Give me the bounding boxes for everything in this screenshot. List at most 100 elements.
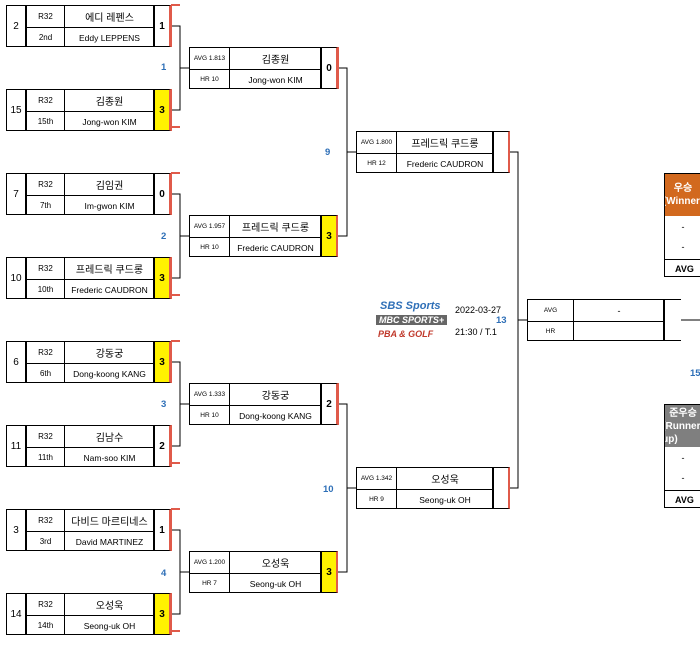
winner-title-en: (Winner) — [665, 196, 700, 207]
event-date: 2022-03-27 — [455, 305, 502, 315]
r32-name-ko: 다비드 마르티네스 — [71, 517, 148, 528]
r16-avg: AVG 1.957 — [190, 216, 230, 237]
qf-hr: HR 9 — [357, 489, 397, 509]
r16-name-en: Frederic CAUDRON — [230, 237, 321, 257]
r32-round-label: R32 — [27, 342, 65, 363]
qf-hr: HR 12 — [357, 153, 397, 173]
runnerup-title: 준우승 — [669, 407, 697, 419]
r16-score: 0 — [321, 47, 338, 89]
r32-seed: 7 — [6, 173, 26, 215]
r32-name-ko: 강동궁 — [95, 349, 124, 360]
r16-name-ko: 프레드릭 쿠드롱 — [241, 223, 310, 234]
qf-name-en: Frederic CAUDRON — [397, 153, 493, 173]
r32-rank: 10th — [27, 279, 65, 299]
r32-round-label: R32 — [27, 6, 65, 27]
r32-score: 0 — [154, 173, 171, 215]
r32-seed: 14 — [6, 593, 26, 635]
runnerup-header: 준우승 (Runner-up) — [665, 405, 700, 447]
r32-score: 3 — [154, 89, 171, 131]
sbs-sports-logo: SBS Sports — [380, 300, 441, 312]
r16-avg: AVG 1.200 — [190, 552, 230, 573]
qf-avg: AVG 1.800 — [357, 132, 397, 153]
r32-name-en: Seong-uk OH — [65, 615, 154, 635]
r32-name-ko: 오성욱 — [95, 601, 124, 612]
r16-hr: HR 10 — [190, 69, 230, 89]
winner-panel: 우승 (Winner) - - AVG — [664, 173, 700, 277]
r32-round-label: R32 — [27, 90, 65, 111]
r32-rank: 3rd — [27, 531, 65, 551]
r32-name-ko: 김종원 — [95, 97, 124, 108]
r32-rank: 11th — [27, 447, 65, 467]
r32-name-ko: 프레드릭 쿠드롱 — [75, 265, 144, 276]
qf-score — [493, 467, 510, 509]
final-match-number: 15 — [690, 368, 700, 379]
r16-score: 3 — [321, 551, 338, 593]
r32-rank: 2nd — [27, 27, 65, 47]
r32-score: 2 — [154, 425, 171, 467]
r16-avg: AVG 1.813 — [190, 48, 230, 69]
runnerup-title-en: (Runner-up) — [665, 420, 700, 445]
match-number: 10 — [323, 484, 334, 495]
match-number: 9 — [325, 147, 331, 158]
r32-name-ko: 김임권 — [95, 181, 124, 192]
winner-avg: AVG — [665, 259, 700, 277]
r32-name-ko: 에디 레펜스 — [85, 13, 134, 24]
qf-score — [493, 131, 510, 173]
r32-round-label: R32 — [27, 594, 65, 615]
match-number: 1 — [161, 62, 167, 73]
r32-score: 3 — [154, 341, 171, 383]
r16-score: 3 — [321, 215, 338, 257]
r32-name-en: Im-gwon KIM — [65, 195, 154, 215]
r16-name-en: Seong-uk OH — [230, 573, 321, 593]
r32-score: 3 — [154, 257, 171, 299]
runnerup-avg: AVG — [665, 490, 700, 508]
match-number: 4 — [161, 568, 167, 579]
mbc-sports-logo: MBC SPORTS+ — [376, 315, 448, 325]
r32-seed: 2 — [6, 5, 26, 47]
event-time-table: 21:30 / T.1 — [455, 327, 497, 337]
r32-seed: 6 — [6, 341, 26, 383]
r16-name-ko: 오성욱 — [261, 559, 290, 570]
qf-name-ko: 프레드릭 쿠드롱 — [411, 139, 479, 150]
r32-seed: 11 — [6, 425, 26, 467]
r32-rank: 15th — [27, 111, 65, 131]
r16-hr: HR 10 — [190, 237, 230, 257]
r32-name-en: Nam-soo KIM — [65, 447, 154, 467]
r16-hr: HR 7 — [190, 573, 230, 593]
sf-name-en — [574, 321, 664, 341]
r32-rank: 7th — [27, 195, 65, 215]
r32-seed: 10 — [6, 257, 26, 299]
r32-round-label: R32 — [27, 174, 65, 195]
winner-name: - — [681, 222, 685, 232]
r32-score: 1 — [154, 509, 171, 551]
r32-score: 3 — [154, 593, 171, 635]
qf-avg: AVG 1.342 — [357, 468, 397, 489]
r32-round-label: R32 — [27, 426, 65, 447]
r16-avg: AVG 1.333 — [190, 384, 230, 405]
r32-rank: 6th — [27, 363, 65, 383]
r32-name-en: Frederic CAUDRON — [65, 279, 154, 299]
runnerup-panel: 준우승 (Runner-up) - - AVG — [664, 404, 700, 508]
sf-name: - — [617, 305, 621, 316]
winner-header: 우승 (Winner) — [665, 174, 700, 216]
r32-name-ko: 김남수 — [95, 433, 124, 444]
runnerup-name: - — [681, 453, 685, 463]
r16-name-en: Dong-koong KANG — [230, 405, 321, 425]
r16-name-ko: 김종원 — [261, 55, 290, 66]
r32-name-en: David MARTINEZ — [65, 531, 154, 551]
r32-rank: 14th — [27, 615, 65, 635]
pba-golf-logo: PBA & GOLF — [378, 329, 434, 339]
r32-round-label: R32 — [27, 510, 65, 531]
runnerup-name-en: - — [681, 473, 685, 483]
qf-name-en: Seong-uk OH — [397, 489, 493, 509]
r16-name-ko: 강동궁 — [261, 391, 290, 402]
